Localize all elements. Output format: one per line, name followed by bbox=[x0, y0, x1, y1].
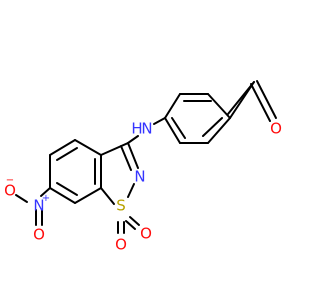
bond-ring-nitro bbox=[40, 187, 51, 197]
bond-carbonyl-ring bbox=[229, 81, 255, 119]
atom-sulfonyl-o2: O bbox=[115, 236, 127, 254]
atom-nitro-o1: O bbox=[4, 182, 16, 200]
bond-s-o1-double bbox=[125, 220, 136, 230]
bond-benzo-5 bbox=[74, 187, 102, 204]
atom-nitro-n-charge: + bbox=[42, 193, 50, 204]
atom-nitro-o1-charge: − bbox=[6, 175, 14, 186]
atom-ring-n: N bbox=[134, 168, 145, 186]
atom-nh-h: H bbox=[131, 120, 142, 138]
bond-phenyl-4-double bbox=[171, 117, 186, 139]
bond-c3-n-double bbox=[120, 145, 132, 171]
atom-o-ketone: O bbox=[270, 120, 282, 138]
bond-nh-c3 bbox=[127, 135, 139, 144]
atom-ring-s: S bbox=[116, 197, 126, 215]
atom-nitro-n: N bbox=[33, 197, 44, 215]
atom-labels: O N H N S O O N + O − O bbox=[4, 120, 282, 254]
bond-benzo-4 bbox=[49, 187, 76, 204]
molecule-structure: O N H N S O O N + O − O bbox=[0, 0, 300, 300]
atom-nitro-o2: O bbox=[33, 226, 45, 244]
atom-nh-n: N bbox=[141, 120, 152, 138]
bond-benzo-1 bbox=[74, 139, 102, 156]
bonds bbox=[15, 80, 277, 234]
bond-phenyl-6 bbox=[207, 117, 231, 144]
bond-benzo-2-double bbox=[56, 147, 78, 161]
bond-c3a-c3 bbox=[100, 142, 129, 156]
bond-ketone-c-o bbox=[256, 80, 277, 119]
bond-ketone-c-o-double bbox=[250, 83, 271, 122]
bond-phenyl-6-double bbox=[202, 117, 223, 137]
bond-benzo-4-double bbox=[56, 182, 78, 196]
background bbox=[0, 0, 300, 300]
bond-s-o1 bbox=[129, 216, 140, 226]
bond-phenyl-1 bbox=[207, 93, 231, 119]
bond-phenyl-nh bbox=[153, 117, 166, 125]
bond-s-c7a bbox=[100, 187, 115, 205]
bond-benzo-2 bbox=[49, 139, 76, 156]
bond-phenyl-3 bbox=[164, 93, 181, 119]
bond-n-s bbox=[127, 183, 135, 198]
bond-phenyl-4 bbox=[164, 117, 181, 144]
bond-c3-n bbox=[127, 142, 139, 169]
molecule-canvas: O N H N S O O N + O − O bbox=[0, 0, 300, 300]
bond-nitro-o1 bbox=[15, 194, 28, 203]
atom-sulfonyl-o1: O bbox=[140, 225, 152, 243]
